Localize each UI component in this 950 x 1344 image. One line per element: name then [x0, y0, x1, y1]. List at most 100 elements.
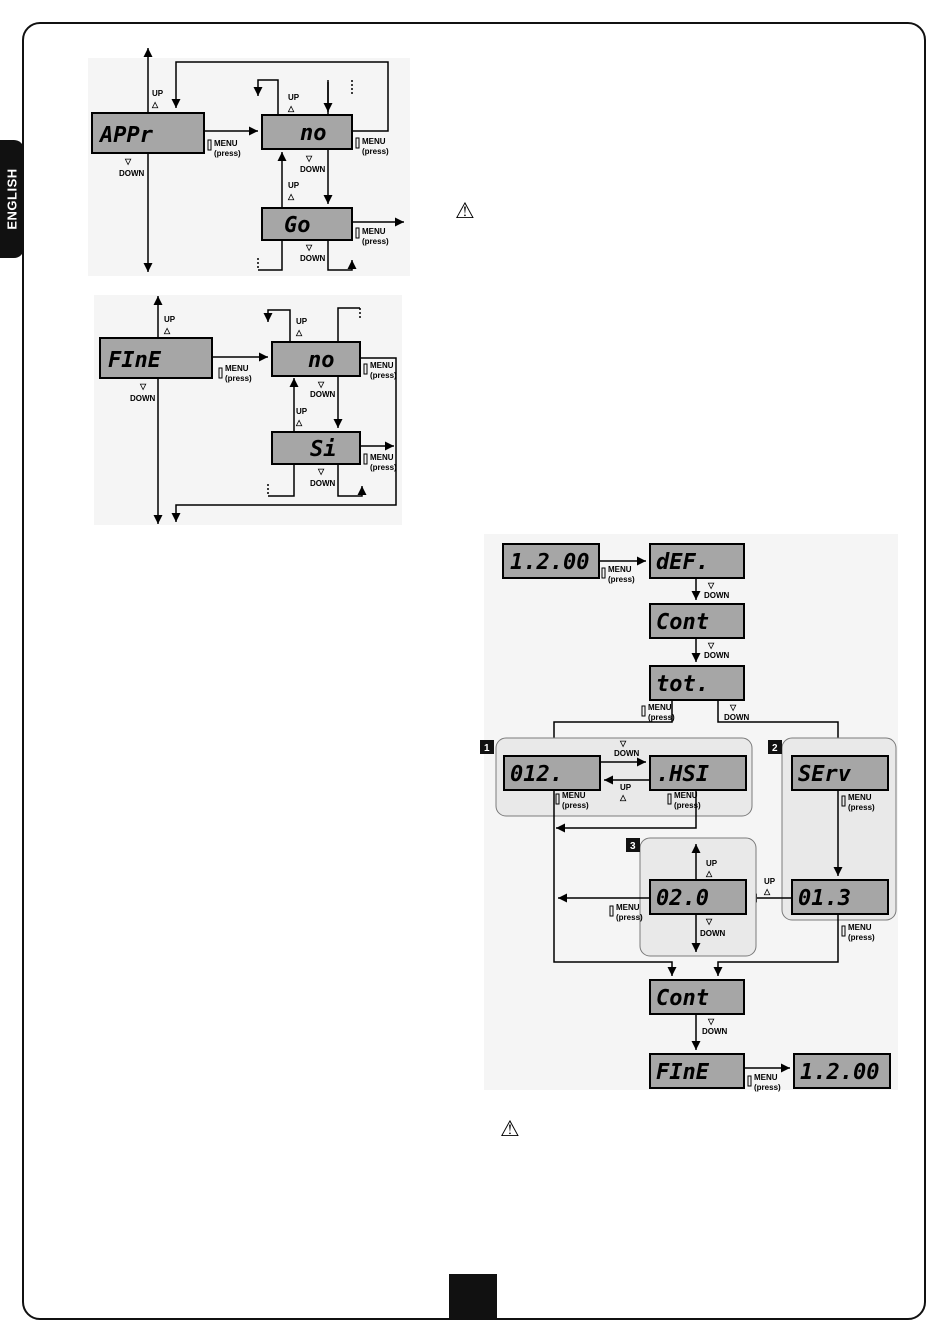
down-triangle-icon: ▽: [124, 157, 132, 166]
up-label: UP: [764, 877, 776, 886]
lcd-display: [649, 1053, 745, 1089]
press-label: (press): [370, 463, 397, 472]
down-label: DOWN: [724, 713, 750, 722]
lcd-display: [649, 665, 745, 701]
press-label: (press): [370, 371, 397, 380]
menu-label: MENU: [362, 137, 386, 146]
down-triangle-icon: ▽: [305, 154, 313, 163]
down-triangle-icon: ▽: [729, 703, 737, 712]
lcd-text: SErv: [798, 762, 852, 787]
lcd-display: [271, 341, 361, 377]
lcd-display: [261, 207, 353, 241]
lcd-display: [503, 755, 601, 791]
down-triangle-icon: ▽: [305, 243, 313, 252]
lcd-text: FInE: [656, 1060, 710, 1085]
lcd-text: .HSI: [656, 762, 709, 787]
group-badge: 2: [772, 743, 778, 754]
group-badge: 1: [484, 743, 490, 754]
menu-label: MENU: [848, 923, 872, 932]
up-triangle-icon: △: [763, 887, 771, 896]
down-label: DOWN: [704, 591, 730, 600]
press-label: (press): [616, 913, 643, 922]
diagram-statistics: 1.2.00 MENU (press) dEF. ▽ DOWN Cont ▽ D…: [480, 534, 898, 1092]
warning-triangle-icon: ⚠: [455, 199, 475, 224]
down-triangle-icon: ▽: [705, 917, 713, 926]
menu-label: MENU: [370, 361, 394, 370]
press-label: (press): [648, 713, 675, 722]
lcd-text: Cont: [656, 610, 709, 635]
press-label: (press): [214, 149, 241, 158]
lcd-display: [649, 979, 745, 1015]
lcd-text: Si: [310, 437, 337, 462]
up-triangle-icon: △: [151, 100, 159, 109]
lcd-display: [791, 755, 889, 791]
lcd-text: 1.2.00: [800, 1060, 879, 1085]
lcd-text: tot.: [656, 672, 709, 697]
menu-label: MENU: [370, 453, 394, 462]
up-label: UP: [296, 407, 308, 416]
lcd-text: 012.: [510, 762, 563, 787]
diagram-approval: APPr UP △ ▽ DOWN MENU (press) no UP △ ▽ …: [88, 48, 410, 276]
menu-label: MENU: [648, 703, 672, 712]
menu-label: MENU: [674, 791, 698, 800]
group-badge: 3: [630, 841, 636, 852]
up-label: UP: [288, 93, 300, 102]
diagram-end: FInE UP △ ▽ DOWN MENU (press) no UP △ ▽ …: [94, 295, 402, 525]
lcd-display: [271, 431, 361, 465]
up-label: UP: [164, 315, 176, 324]
down-triangle-icon: ▽: [317, 467, 325, 476]
up-triangle-icon: △: [619, 793, 627, 802]
lcd-text: 01.3: [798, 886, 851, 911]
down-label: DOWN: [300, 254, 326, 263]
up-triangle-icon: △: [287, 104, 295, 113]
press-label: (press): [848, 933, 875, 942]
up-label: UP: [288, 181, 300, 190]
lcd-display: [649, 755, 747, 791]
up-triangle-icon: △: [295, 328, 303, 337]
menu-label: MENU: [616, 903, 640, 912]
lcd-display: [793, 1053, 891, 1089]
lcd-display: [502, 543, 600, 579]
press-label: (press): [848, 803, 875, 812]
lcd-display: [649, 879, 747, 915]
menu-label: MENU: [562, 791, 586, 800]
language-tab: ENGLISH: [0, 140, 24, 258]
press-label: (press): [674, 801, 701, 810]
down-triangle-icon: ▽: [707, 581, 715, 590]
lcd-text: no: [308, 348, 335, 373]
down-triangle-icon: ▽: [707, 1017, 715, 1026]
down-triangle-icon: ▽: [139, 382, 147, 391]
lcd-display: [791, 879, 889, 915]
up-triangle-icon: △: [705, 869, 713, 878]
lcd-text: 02.0: [656, 886, 709, 911]
up-triangle-icon: △: [287, 192, 295, 201]
down-triangle-icon: ▽: [619, 739, 627, 748]
down-triangle-icon: ▽: [317, 380, 325, 389]
down-label: DOWN: [310, 479, 336, 488]
press-label: (press): [225, 374, 252, 383]
down-label: DOWN: [119, 169, 145, 178]
menu-label: MENU: [608, 565, 632, 574]
down-label: DOWN: [614, 749, 640, 758]
down-label: DOWN: [300, 165, 326, 174]
up-label: UP: [706, 859, 718, 868]
press-label: (press): [362, 147, 389, 156]
lcd-display: [261, 114, 353, 150]
press-label: (press): [608, 575, 635, 584]
menu-label: MENU: [848, 793, 872, 802]
menu-label: MENU: [362, 227, 386, 236]
lcd-text: 1.2.00: [510, 550, 589, 575]
up-label: UP: [620, 783, 632, 792]
up-triangle-icon: △: [163, 326, 171, 335]
down-label: DOWN: [130, 394, 156, 403]
down-triangle-icon: ▽: [707, 641, 715, 650]
down-label: DOWN: [700, 929, 726, 938]
lcd-display: [99, 337, 213, 379]
press-label: (press): [562, 801, 589, 810]
lcd-text: no: [300, 121, 327, 146]
menu-label: MENU: [225, 364, 249, 373]
lcd-text: APPr: [98, 123, 154, 148]
up-label: UP: [296, 317, 308, 326]
lcd-text: FInE: [108, 348, 162, 373]
